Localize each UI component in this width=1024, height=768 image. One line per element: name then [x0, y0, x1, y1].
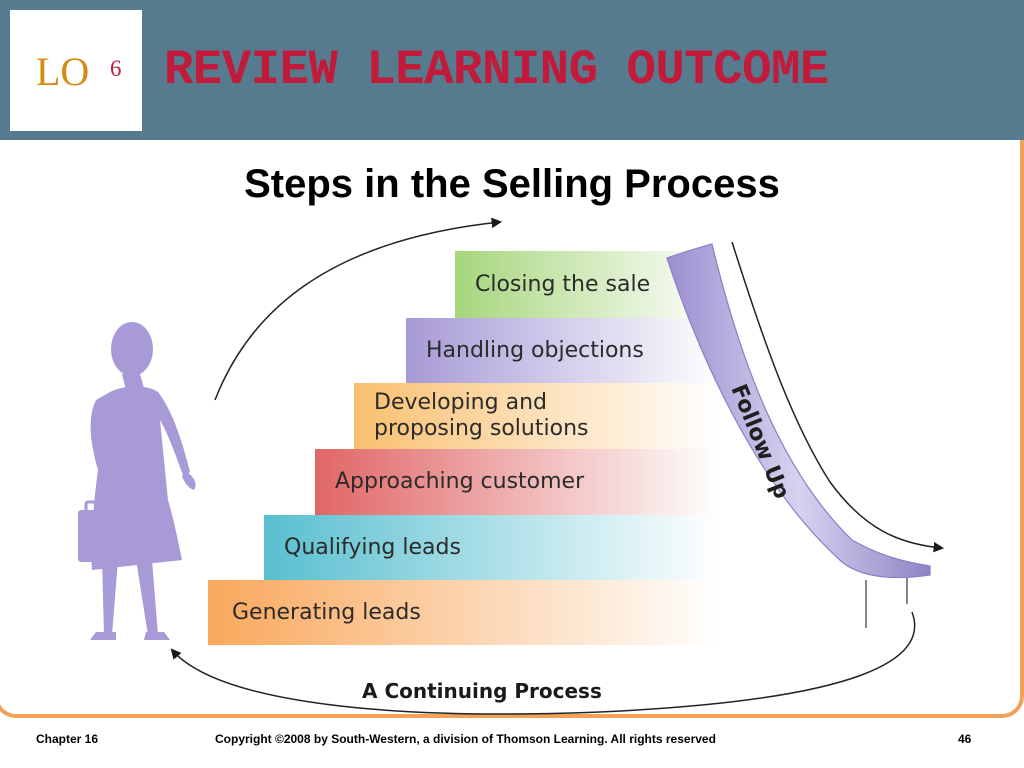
step-label: Closing the sale	[475, 271, 651, 297]
step-label: Generating leads	[232, 599, 421, 625]
slide-frame	[0, 140, 1024, 718]
step-closing-sale: Closing the sale	[455, 251, 720, 318]
step-developing-solutions: Developing and proposing solutions	[354, 383, 720, 449]
step-approaching-customer: Approaching customer	[315, 449, 720, 515]
learning-outcome-badge: LO 6	[10, 10, 142, 131]
footer-copyright: Copyright ©2008 by South-Western, a divi…	[215, 732, 716, 746]
upward-arrow	[214, 217, 503, 401]
step-bar-generating-leads	[208, 580, 720, 645]
step-qualifying-leads: Qualifying leads	[264, 515, 720, 580]
step-generating-leads: Generating leads	[208, 580, 720, 645]
follow-up-slide	[666, 243, 931, 579]
step-label: Handling objections	[426, 337, 644, 363]
step-label: Developing and proposing solutions	[374, 390, 589, 441]
follow-up-arrow	[731, 241, 945, 553]
lo-number: 6	[110, 56, 122, 81]
footer-page-number: 46	[958, 732, 972, 746]
saleswoman-icon	[78, 322, 196, 640]
footer-chapter: Chapter 16	[36, 732, 99, 746]
continuing-process-label: A Continuing Process	[362, 679, 602, 703]
step-bar-qualifying-leads	[264, 515, 720, 580]
continuing-process-arrow	[170, 611, 916, 715]
step-label: Approaching customer	[335, 469, 585, 494]
header-bar: LO 6 REVIEW LEARNING OUTCOME	[0, 0, 1024, 140]
step-bar-approaching-customer	[315, 449, 720, 515]
step-handling-objections: Handling objections	[406, 318, 720, 383]
step-label: Qualifying leads	[284, 534, 461, 560]
header-title: REVIEW LEARNING OUTCOME	[164, 42, 829, 98]
lo-label: LO	[36, 49, 90, 94]
step-bar-handling-objections	[406, 318, 720, 383]
slide-title: Steps in the Selling Process	[244, 162, 780, 206]
step-bar-developing-solutions	[354, 383, 720, 449]
